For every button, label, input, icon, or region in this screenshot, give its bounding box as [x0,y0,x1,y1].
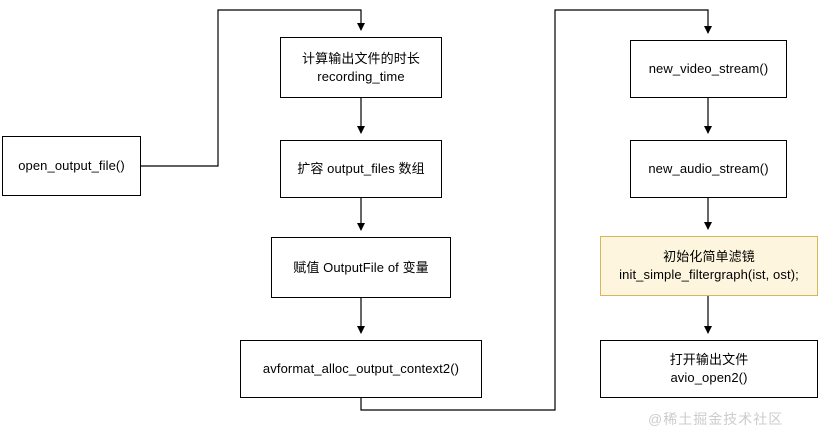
node-label: init_simple_filtergraph(ist, ost); [619,267,799,282]
edge-avformat-to-video [360,9,712,411]
node-label: avformat_alloc_output_context2() [262,361,460,376]
node-expand-output-files[interactable]: 扩容 output_files 数组 [280,140,442,198]
node-label: 赋值 OutputFile of 变量 [293,259,429,275]
node-label: new_audio_stream() [648,161,769,176]
node-label: recording_time [317,68,405,84]
node-avio-open2[interactable]: 打开输出文件 avio_open2() [600,340,818,398]
node-label: avio_open2() [670,370,748,385]
node-recording-time[interactable]: 计算输出文件的时长 recording_time [280,37,442,98]
node-open-output-file[interactable]: open_output_file() [2,136,141,196]
node-assign-outputfile[interactable]: 赋值 OutputFile of 变量 [271,237,451,298]
node-label: new_video_stream() [648,61,769,76]
edge-open-to-recording [141,9,365,167]
node-new-audio-stream[interactable]: new_audio_stream() [630,140,787,198]
node-label: 打开输出文件 [669,352,749,367]
watermark: @稀土掘金技术社区 [648,411,784,427]
node-label: 初始化简单滤镜 [663,249,755,264]
node-label: 计算输出文件的时长 [302,50,420,66]
node-init-simple-filtergraph[interactable]: 初始化简单滤镜 init_simple_filtergraph(ist, ost)… [600,236,818,296]
node-new-video-stream[interactable]: new_video_stream() [630,40,787,98]
node-label: open_output_file() [18,158,125,173]
node-label: 扩容 output_files 数组 [297,161,425,176]
node-avformat-alloc-output-context2[interactable]: avformat_alloc_output_context2() [240,340,482,398]
